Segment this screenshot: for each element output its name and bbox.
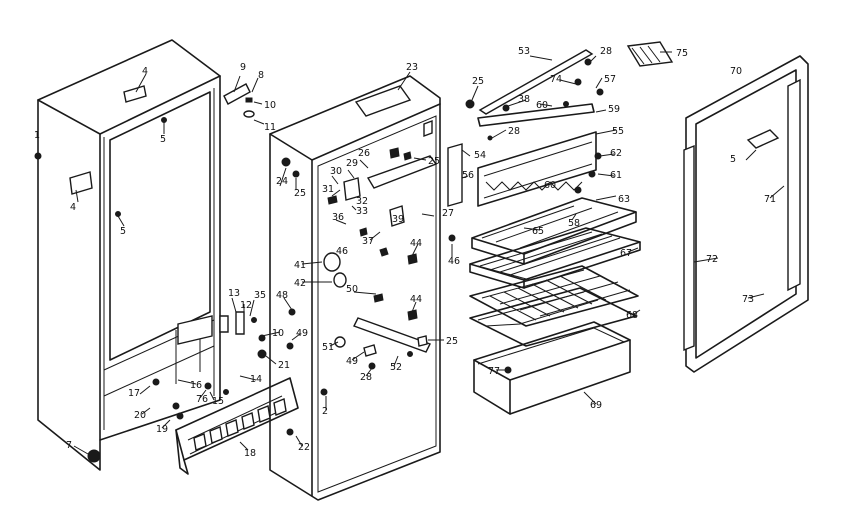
callout: 26: [358, 148, 370, 159]
callout: 56: [462, 170, 474, 181]
callout: 50: [346, 284, 358, 295]
fasteners: [34, 58, 604, 463]
callout: 29: [346, 158, 358, 169]
callout: 72: [706, 254, 718, 265]
callout: 52: [390, 362, 402, 373]
callout: 20: [134, 410, 146, 421]
callout: 25: [428, 156, 440, 167]
callout: 1: [34, 130, 40, 141]
callout: 10: [264, 100, 276, 111]
callout: 37: [362, 236, 374, 247]
callout: 31: [322, 184, 334, 195]
callout: 48: [276, 290, 288, 301]
callout: 49: [346, 356, 358, 367]
callout: 10: [272, 328, 284, 339]
callout: 36: [332, 212, 344, 223]
callout: 23: [406, 62, 418, 73]
callout: 58: [568, 218, 580, 229]
callout: 5: [120, 226, 126, 237]
callout-labels: 4 5 1 4 5 9 8 10 11 23 25 53 28 75 70 74…: [34, 46, 776, 459]
callout: 33: [356, 206, 368, 217]
callout: 12: [240, 300, 252, 311]
callout: 49: [296, 328, 308, 339]
callout: 18: [244, 448, 256, 459]
callout: 38: [518, 94, 530, 105]
callout: 51: [322, 342, 334, 353]
callout: 67: [620, 248, 632, 259]
callout: 25: [294, 188, 306, 199]
callout: 70: [730, 66, 742, 77]
callout: 21: [278, 360, 290, 371]
crisper-drawer: [473, 321, 631, 415]
callout: 60: [544, 180, 556, 191]
callout: 4: [142, 66, 148, 77]
top-trim-strip: [478, 41, 674, 115]
callout: 71: [764, 194, 776, 205]
evaporator-cover: [477, 103, 597, 207]
callout: 25: [446, 336, 458, 347]
leader-lines: [37, 51, 785, 455]
callout: 28: [600, 46, 612, 57]
cabinet-liner: [269, 75, 441, 501]
callout: 53: [518, 46, 530, 57]
base-grille: [175, 377, 299, 475]
callout: 11: [264, 122, 276, 133]
callout: 5: [160, 134, 166, 145]
callout: 57: [604, 74, 616, 85]
door-gasket: [683, 55, 809, 373]
callout: 16: [190, 380, 202, 391]
upper-shelf: [471, 197, 637, 265]
callout: 75: [676, 48, 688, 59]
callout: 32: [356, 196, 368, 207]
callout: 63: [618, 194, 630, 205]
callout: 59: [608, 104, 620, 115]
callout: 13: [228, 288, 240, 299]
callout: 74: [550, 74, 562, 85]
cabinet: [37, 39, 245, 471]
callout: 69: [590, 400, 602, 411]
callout: 76: [196, 394, 208, 405]
callout: 42: [294, 278, 306, 289]
callout: 41: [294, 260, 306, 271]
top-hinge-assembly: [223, 75, 265, 125]
callout: 9: [240, 62, 246, 73]
callout: 73: [742, 294, 754, 305]
callout: 24: [276, 176, 288, 187]
callout: 22: [298, 442, 310, 453]
callout: 15: [212, 396, 224, 407]
callout: 54: [474, 150, 486, 161]
callout: 8: [258, 70, 264, 81]
callout: 46: [448, 256, 460, 267]
callout: 5: [730, 154, 736, 165]
callout: 55: [612, 126, 624, 137]
callout: 39: [392, 214, 404, 225]
callout: 7: [66, 440, 72, 451]
callout: 65: [532, 226, 544, 237]
crisper-cover: [469, 287, 637, 347]
callout: 30: [330, 166, 342, 177]
callout: 4: [70, 202, 76, 213]
callout: 25: [472, 76, 484, 87]
callout: 19: [156, 424, 168, 435]
callout: 44: [410, 294, 422, 305]
callout: 28: [360, 372, 372, 383]
callout: 2: [322, 406, 328, 417]
callout: 68: [626, 310, 638, 321]
callout: 44: [410, 238, 422, 249]
callout: 28: [508, 126, 520, 137]
callout: 46: [336, 246, 348, 257]
callout: 77: [488, 366, 500, 377]
glass-shelf: [469, 265, 639, 327]
wire-shelf: [469, 227, 641, 289]
callout: 17: [128, 388, 140, 399]
callout: 60: [536, 100, 548, 111]
vertical-guide: [447, 143, 463, 207]
callout: 62: [610, 148, 622, 159]
callout: 27: [442, 208, 454, 219]
callout: 61: [610, 170, 622, 181]
callout: 35: [254, 290, 266, 301]
